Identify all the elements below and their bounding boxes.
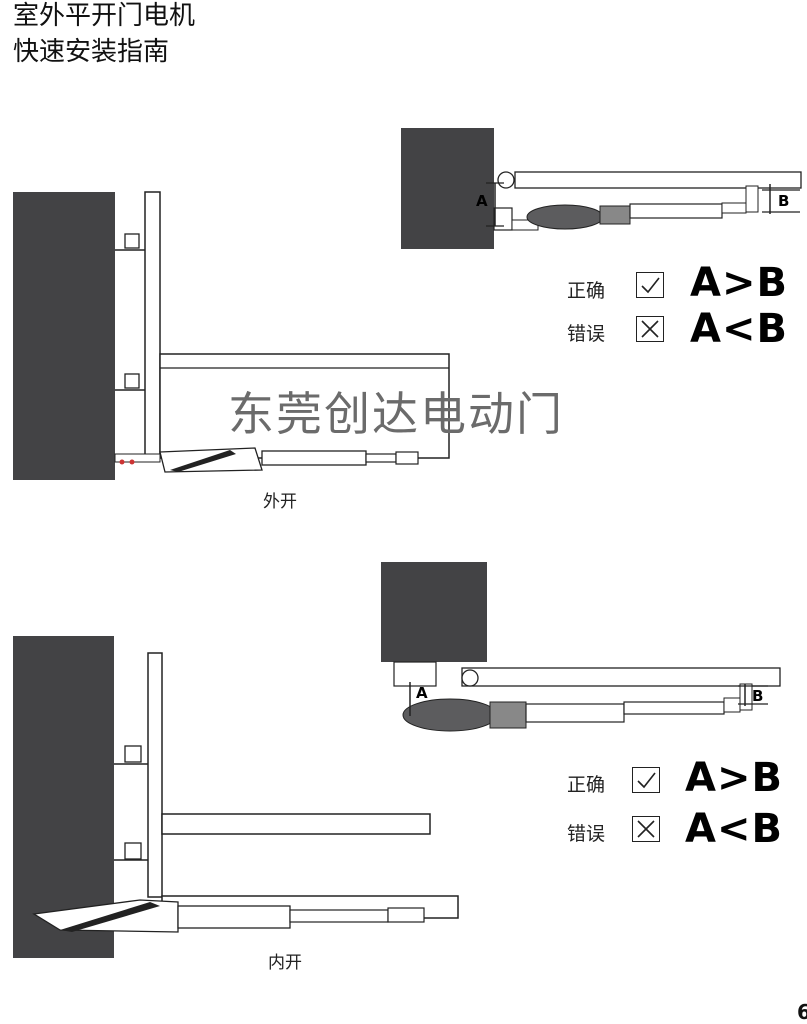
watermark: 东莞创达电动门 xyxy=(228,387,564,441)
outward-hinge-top xyxy=(115,233,145,251)
outward-detail-gate xyxy=(514,171,802,189)
outward-pillar xyxy=(13,192,115,480)
outward-label-b: B xyxy=(778,192,789,210)
outward-correct-formula: A>B xyxy=(690,260,788,306)
inward-wrong-label: 错误 xyxy=(567,823,606,845)
inward-detail-gate xyxy=(461,667,781,687)
inward-label-b: B xyxy=(752,687,763,705)
inward-gate-post xyxy=(147,652,163,898)
inward-gate-panel xyxy=(161,813,431,835)
outward-cross-box xyxy=(636,316,664,342)
outward-detail: A B xyxy=(401,128,802,249)
inward-detail: A B xyxy=(381,562,781,732)
inward-motor xyxy=(32,899,425,933)
inward-detail-pillar xyxy=(381,562,487,662)
outward-motor xyxy=(114,447,419,473)
outward-wrong-label: 错误 xyxy=(567,323,606,345)
check-icon xyxy=(641,277,660,294)
inward-correct-label: 正确 xyxy=(567,774,606,796)
outward-label-a: A xyxy=(476,192,488,210)
outward-diagram xyxy=(13,191,450,480)
inward-caption: 内开 xyxy=(268,953,302,973)
inward-diagram xyxy=(13,636,459,958)
inward-cross-box xyxy=(632,816,660,842)
outward-caption: 外开 xyxy=(263,492,297,512)
title-line-2: 快速安装指南 xyxy=(13,37,170,67)
inward-pillar xyxy=(13,636,114,958)
outward-check-box xyxy=(636,272,664,298)
outward-correct-label: 正确 xyxy=(567,280,606,302)
inward-detail-motor xyxy=(402,698,498,732)
cross-icon xyxy=(641,320,659,338)
cross-icon xyxy=(637,820,655,838)
inward-hinge-top xyxy=(114,745,148,765)
outward-gate-post xyxy=(144,191,161,459)
outward-wrong-formula: A<B xyxy=(690,306,788,352)
inward-correct-formula: A>B xyxy=(685,755,783,801)
outward-hinge-bottom xyxy=(115,373,145,391)
inward-wrong-formula: A<B xyxy=(685,806,783,852)
inward-label-a: A xyxy=(416,684,428,702)
outward-detail-motor xyxy=(526,204,604,230)
inward-check-box xyxy=(632,767,660,793)
outward-detail-pillar xyxy=(401,128,494,249)
outward-gate-panel xyxy=(159,353,450,459)
inward-hinge-bottom xyxy=(114,842,148,861)
title-line-1: 室外平开门电机 xyxy=(13,1,196,31)
page-number: 6 xyxy=(797,1000,807,1024)
check-icon xyxy=(637,772,656,789)
